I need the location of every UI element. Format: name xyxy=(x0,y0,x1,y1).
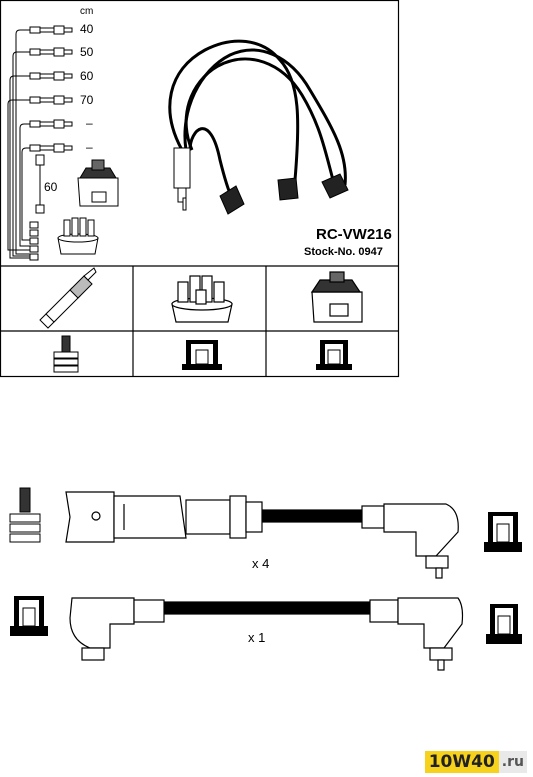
watermark-brand: 10W40 xyxy=(424,751,499,773)
legend-distributor-cap-icon xyxy=(57,217,99,255)
watermark-tld: .ru xyxy=(498,751,527,773)
legend-length-6: – xyxy=(86,140,93,154)
distributor-cap-icon xyxy=(171,275,233,323)
spec-table-frame xyxy=(0,0,400,378)
lower-plug-terminal-icon xyxy=(9,487,41,543)
coil-lead-quantity: x 1 xyxy=(248,630,266,645)
legend-length-3: 60 xyxy=(80,69,94,83)
ignition-coil-icon xyxy=(310,271,363,323)
spark-plug-icon xyxy=(39,267,97,329)
cable-set-terminals xyxy=(173,147,349,215)
legend-length-2: 50 xyxy=(80,45,94,59)
legend-length-1: 40 xyxy=(80,22,94,36)
lower-coil-terminal-icon-right-2 xyxy=(486,604,522,644)
cap-terminal-icon xyxy=(182,340,222,370)
legend-length-5: – xyxy=(86,116,93,130)
lower-coil-terminal-icon-right-1 xyxy=(484,512,522,552)
coil-lead-drawing xyxy=(69,597,464,671)
legend-coil-lead-length: 60 xyxy=(44,180,58,194)
lead-length-legend xyxy=(7,25,73,261)
legend-ignition-coil-icon xyxy=(77,159,119,207)
stock-number: Stock-No. 0947 xyxy=(304,246,383,258)
spark-lead-drawing xyxy=(65,491,459,579)
cable-set-drawing xyxy=(168,39,347,199)
lower-cap-terminal-icon-left xyxy=(10,596,48,636)
plug-terminal-icon xyxy=(53,335,79,373)
watermark-logo: 10W40.ru xyxy=(424,751,527,773)
legend-length-4: 70 xyxy=(80,93,94,107)
coil-terminal-icon xyxy=(316,340,352,370)
spark-lead-quantity: x 4 xyxy=(252,556,270,571)
product-model: RC-VW216 xyxy=(316,226,392,243)
legend-unit: cm xyxy=(80,6,94,17)
